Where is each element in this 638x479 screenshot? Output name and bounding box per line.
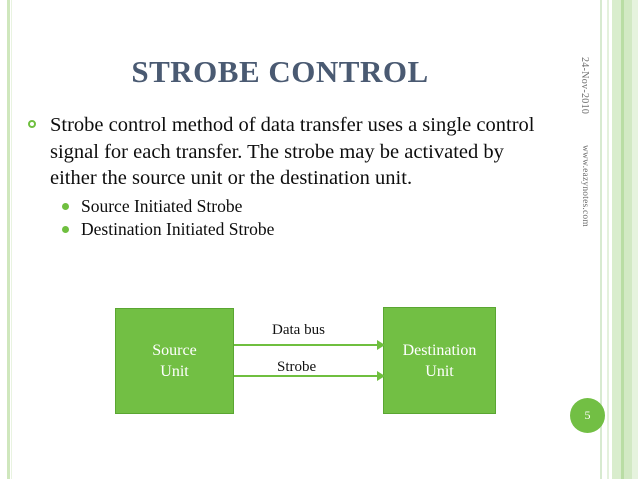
data-bus-arrow-head-icon — [377, 340, 385, 350]
source-unit-box: Source Unit — [115, 308, 234, 414]
slide-website-vertical: www.eazynotes.com — [580, 145, 590, 227]
destination-unit-label-line1: Destination — [402, 341, 477, 359]
strobe-arrow-label: Strobe — [277, 359, 317, 375]
source-unit-label-line2: Unit — [160, 363, 189, 380]
slide-body: Strobe control method of data transfer u… — [24, 112, 552, 241]
slide-date-vertical: 24-Nov-2010 — [579, 57, 590, 115]
sub-bullet-label: Source Initiated Strobe — [81, 195, 243, 216]
data-bus-arrow-line — [234, 344, 380, 346]
list-item: Destination Initiated Strobe — [60, 218, 552, 241]
slide-title: STROBE CONTROL — [131, 54, 429, 89]
sub-bullet-list: Source Initiated Strobe Destination Init… — [24, 195, 552, 241]
dot-bullet-icon — [62, 225, 69, 233]
list-item: Source Initiated Strobe — [60, 195, 552, 218]
bullet-level1: Strobe control method of data transfer u… — [24, 112, 552, 192]
sub-bullet-label: Destination Initiated Strobe — [81, 218, 275, 239]
source-unit-label-line1: Source — [152, 342, 197, 359]
slide-number-badge: 5 — [570, 398, 605, 433]
strobe-arrow-line — [234, 375, 380, 377]
dot-bullet-icon — [62, 202, 69, 210]
ring-bullet-icon — [28, 120, 36, 128]
bullet-level1-text: Strobe control method of data transfer u… — [50, 114, 535, 189]
destination-unit-box: Destination Unit — [383, 307, 496, 414]
destination-unit-label-line2: Unit — [425, 362, 454, 380]
data-bus-arrow-label: Data bus — [272, 322, 325, 338]
strobe-arrow-head-icon — [377, 371, 385, 381]
